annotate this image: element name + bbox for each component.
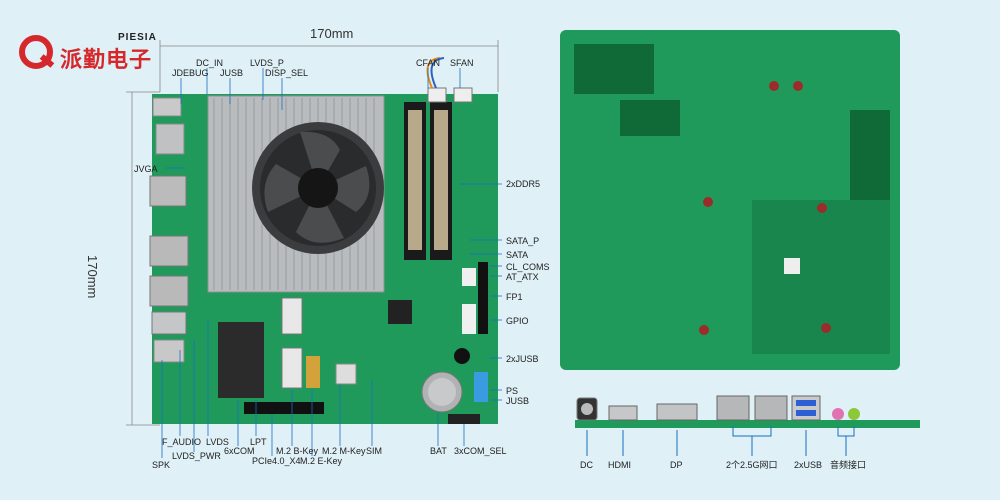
dp-port (656, 403, 698, 421)
brand-name-cn: 派勤电子 (60, 47, 153, 72)
label-jvga: JVGA (134, 164, 158, 174)
pcie-slot (244, 402, 324, 414)
label-m2-mkey: M.2 M-Key (322, 446, 366, 456)
label-ps: PS (506, 386, 519, 396)
audio-green (848, 408, 860, 420)
label-lpt: LPT (250, 437, 267, 447)
label-f-audio: F_AUDIO (162, 437, 202, 447)
label-dc-in: DC_IN (196, 58, 224, 68)
lan-port-2 (754, 395, 788, 421)
label-2xjusb: 2xJUSB (506, 354, 539, 364)
label-ddr5: 2xDDR5 (506, 179, 541, 189)
usb-ports (791, 395, 821, 421)
label-sata-p: SATA_P (506, 236, 540, 246)
label-sim: SIM (366, 446, 383, 456)
label-io-lan: 2个2.5G网口 (726, 460, 778, 470)
label-cfan: CFAN (416, 58, 441, 68)
lan-port-1 (716, 395, 750, 421)
label-sfan: SFAN (450, 58, 474, 68)
height-label: 170mm (85, 255, 100, 299)
label-gpio: GPIO (506, 316, 529, 326)
brand-name-latin: PIESIA (118, 32, 157, 43)
label-disp-sel: DISP_SEL (265, 68, 309, 78)
label-io-dc: DC (580, 460, 593, 470)
label-lvds-pwr: LVDS_PWR (172, 451, 221, 461)
width-label: 170mm (310, 26, 354, 41)
label-spk: SPK (152, 460, 171, 470)
label-6xcom: 6xCOM (224, 446, 255, 456)
label-cl-coms: CL_COMS (506, 262, 550, 272)
label-3xcom-sel: 3xCOM_SEL (454, 446, 507, 456)
fp1-gpio-header (478, 262, 488, 334)
label-io-usb: 2xUSB (794, 460, 823, 470)
label-io-dp: DP (670, 460, 683, 470)
label-at-atx: AT_ATX (506, 272, 539, 282)
jusb-header (474, 372, 488, 402)
label-m2-ekey: M.2 E-Key (300, 456, 343, 466)
label-bat: BAT (430, 446, 447, 456)
label-sata: SATA (506, 250, 529, 260)
com-pin-block (218, 322, 264, 398)
label-jusb-right: JUSB (506, 396, 530, 406)
label-jdebug: JDEBUG (172, 68, 209, 78)
label-lvds: LVDS (206, 437, 229, 447)
label-jusb-top: JUSB (220, 68, 244, 78)
audio-pink (832, 408, 844, 420)
hdmi-port (608, 405, 638, 421)
label-pcie: PCIe4.0_X4 (252, 456, 301, 466)
label-fp1: FP1 (506, 292, 523, 302)
label-io-hdmi: HDMI (608, 460, 631, 470)
brand-logo-icon (19, 35, 55, 69)
brand-logo: 派勤电子 PIESIA (18, 32, 188, 74)
io-board-edge (575, 420, 920, 428)
label-m2-bkey: M.2 B-Key (276, 446, 319, 456)
label-lvds-p: LVDS_P (250, 58, 284, 68)
label-io-audio: 音频接口 (830, 460, 867, 470)
